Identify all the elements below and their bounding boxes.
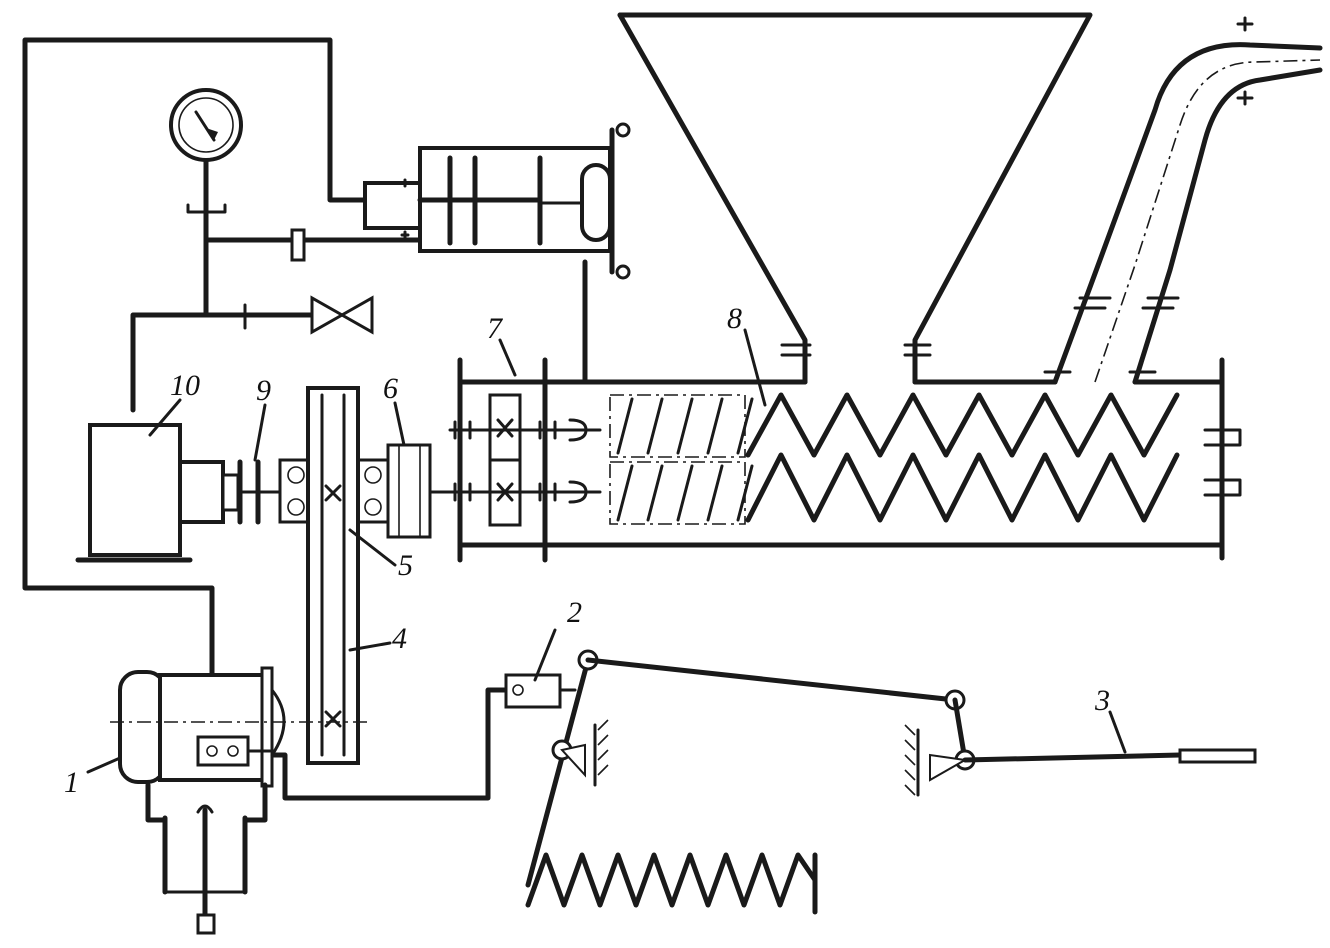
coupling-9: [178, 459, 261, 525]
discharge-pipe: [1043, 16, 1323, 385]
lever-arm-3: [962, 748, 1257, 764]
callout-7: 7: [487, 312, 504, 345]
lever-linkage-2: [504, 649, 976, 888]
callout-3: 3: [1094, 684, 1110, 717]
gearbox-7: [448, 357, 602, 563]
electric-motor-1: [110, 666, 370, 788]
callout-1: 1: [64, 766, 79, 799]
leader-lines: [86, 328, 1127, 774]
callout-8: 8: [727, 302, 742, 335]
valve-icon: [310, 295, 374, 335]
pressure-gauge-icon: [169, 88, 243, 214]
belt-pulley-5: [306, 386, 360, 765]
spring: [525, 852, 818, 915]
callout-5: 5: [398, 549, 413, 582]
feed-flight: [646, 464, 664, 522]
control-cylinder: [363, 122, 631, 280]
feed-hopper: [617, 12, 1093, 385]
pipe-fittings: [243, 228, 306, 330]
feed-flight: [706, 397, 724, 455]
feed-flight: [616, 464, 634, 522]
feed-flight: [706, 464, 724, 522]
feed-flight: [736, 464, 754, 522]
pump-unit-10: [75, 423, 193, 563]
feed-flight: [736, 397, 754, 455]
callout-9: 9: [256, 374, 271, 407]
screw-barrel: [542, 357, 1242, 561]
feed-flight: [616, 397, 634, 455]
callout-2: 2: [567, 596, 582, 629]
motor-mount: [145, 782, 268, 935]
twin-screws-8: [609, 392, 1180, 525]
feed-flight: [676, 397, 694, 455]
callout-10: 10: [170, 369, 200, 402]
callout-6: 6: [383, 372, 398, 405]
callouts: 1 2 3 4 5 6 7 8 9 10: [64, 302, 1110, 799]
feed-flight: [646, 397, 664, 455]
control-lines: [22, 37, 588, 801]
callout-4: 4: [392, 622, 407, 655]
feed-flight: [676, 464, 694, 522]
